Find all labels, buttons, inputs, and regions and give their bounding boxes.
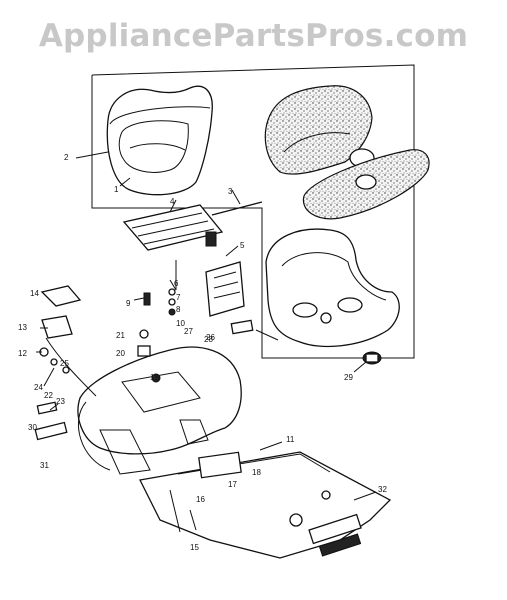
label-part-26	[230, 319, 254, 335]
callout-21: 21	[116, 331, 125, 340]
hardware-stack	[143, 260, 177, 316]
callout-20: 20	[116, 349, 125, 358]
callout-2: 2	[64, 153, 69, 162]
callout-17: 17	[228, 480, 237, 489]
callout-30: 30	[28, 423, 37, 432]
callout-18: 18	[252, 468, 261, 477]
callout-27: 27	[184, 327, 193, 336]
callout-23: 23	[56, 397, 65, 406]
callout-16: 16	[196, 495, 205, 504]
callout-22: 22	[44, 391, 53, 400]
header-fragment: …	[160, 0, 166, 3]
seat-hinge-part-5	[205, 261, 245, 317]
callout-5: 5	[240, 241, 245, 250]
callout-26: 26	[206, 333, 215, 342]
fender-part-27	[77, 346, 242, 475]
callout-13: 13	[18, 323, 27, 332]
callout-1: 1	[114, 185, 119, 194]
callout-28: 28	[204, 335, 213, 344]
callout-14: 14	[30, 289, 39, 298]
seat-group-frame	[91, 64, 415, 359]
seat-rod-part-3	[211, 201, 263, 216]
header-fragment: …	[240, 0, 246, 3]
seat-part-2	[106, 85, 213, 196]
callout-11: 11	[286, 435, 295, 444]
callout-3: 3	[228, 187, 233, 196]
header-fragment: …	[480, 0, 486, 3]
watermark: AppliancePartsPros.com	[38, 18, 469, 54]
callout-labels: 2 1 4 3 5 6 7 8 9 10 11 12 13 14 15 16 1…	[18, 153, 387, 552]
header-fragment: …	[300, 0, 306, 3]
callout-4: 4	[170, 197, 175, 206]
knob-part-29	[362, 351, 382, 365]
callout-29: 29	[344, 373, 353, 382]
callout-12: 12	[18, 349, 27, 358]
callout-7: 7	[176, 293, 181, 302]
chassis-part-32	[139, 451, 392, 559]
callout-10: 10	[176, 319, 185, 328]
seat-pan	[265, 228, 400, 348]
callout-25: 25	[60, 359, 69, 368]
header-strip: … … … …	[0, 0, 507, 4]
callout-8: 8	[176, 305, 181, 314]
bolts-20-21	[137, 329, 161, 383]
callout-24: 24	[34, 383, 43, 392]
callout-31: 31	[40, 461, 49, 470]
callout-6: 6	[174, 279, 179, 288]
seat-cushion	[264, 85, 430, 220]
seat-bracket-part-4	[122, 204, 224, 251]
leader-lines	[36, 151, 377, 531]
callout-32: 32	[378, 485, 387, 494]
callout-9: 9	[126, 299, 131, 308]
callout-19: 19	[150, 373, 159, 382]
callout-15: 15	[190, 543, 199, 552]
